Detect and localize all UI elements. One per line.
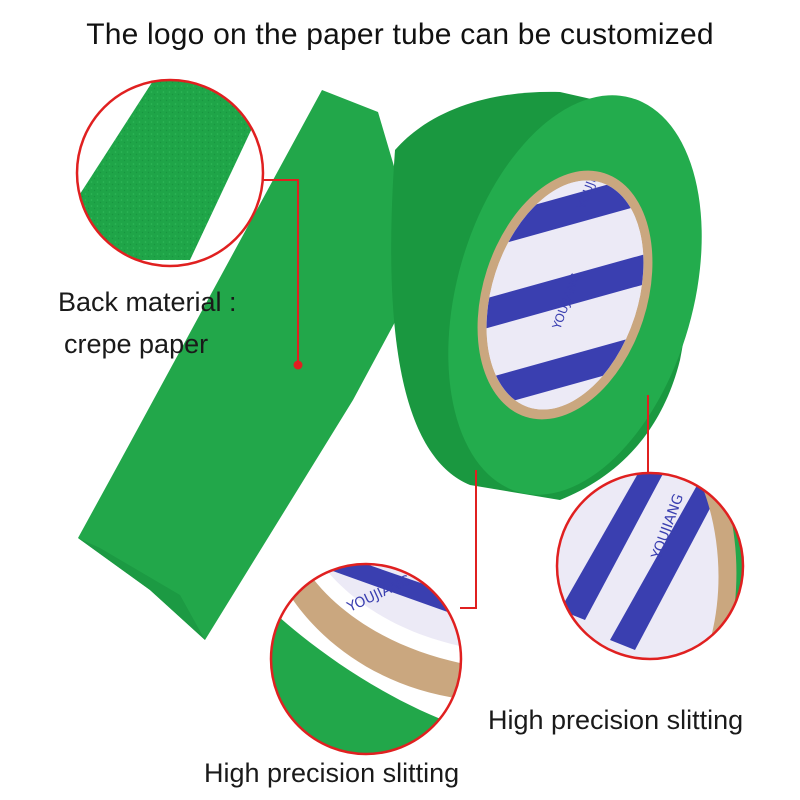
callout-line-back: [262, 179, 299, 365]
back-material-line2: crepe paper: [64, 328, 209, 359]
tape-strip: [78, 90, 424, 640]
slitting-label-bottom: High precision slitting: [204, 758, 460, 788]
headline: The logo on the paper tube can be custom…: [86, 18, 714, 51]
callout-line-bottom: [460, 470, 477, 609]
tape-roll: YOUJIANG YOUJIANG: [391, 91, 702, 500]
zoom-slitting-bottom: YOUJIANG: [269, 562, 463, 756]
slitting-label-right: High precision slitting: [488, 705, 744, 735]
zoom-crepe-texture: [75, 78, 265, 268]
back-material-line1: Back material :: [58, 287, 237, 317]
zoom-slitting-right: YOUJIANG: [555, 471, 745, 661]
callout-dot-back: [293, 360, 303, 370]
back-material-label: Back material : crepe paper: [58, 282, 237, 366]
callout-lines: [262, 179, 649, 609]
